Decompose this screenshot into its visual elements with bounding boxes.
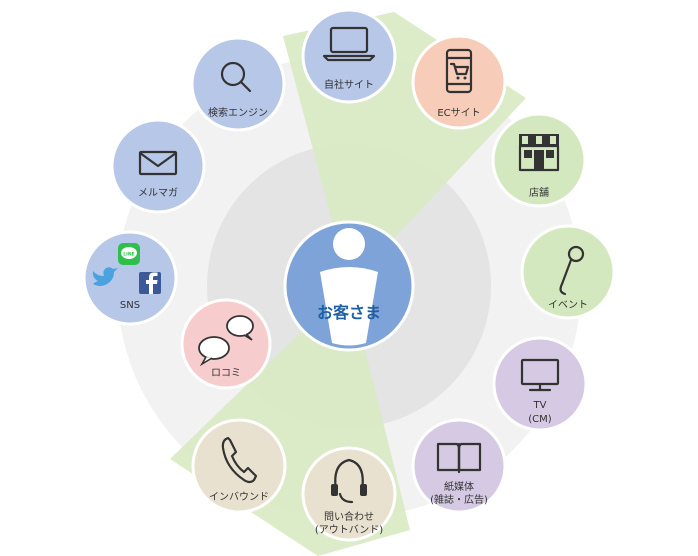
node-inquiry[interactable]: 問い合わせ (アウトバンド) xyxy=(301,446,397,542)
twitter-icon xyxy=(92,267,118,286)
node-sns[interactable]: LINE SNS xyxy=(82,230,178,326)
node-mail-magazine[interactable]: メルマガ xyxy=(110,118,206,214)
facebook-icon xyxy=(139,272,161,294)
line-icon: LINE xyxy=(118,243,140,265)
node-word-of-mouth[interactable]: ロコミ xyxy=(180,298,272,390)
node-label: インバウンド xyxy=(209,491,269,503)
node-label: 店舗 xyxy=(529,186,549,199)
node-event[interactable]: イベント xyxy=(520,224,616,320)
node-label: 自社サイト xyxy=(324,78,374,91)
person-icon xyxy=(320,228,378,346)
node-tv[interactable]: TV (CM) xyxy=(492,336,588,432)
magnifier-icon xyxy=(220,61,252,93)
center-customer-node: お客さま xyxy=(283,220,415,352)
node-label: ECサイト xyxy=(437,107,480,119)
envelope-icon xyxy=(138,150,178,176)
speech-bubbles-icon xyxy=(198,315,254,367)
node-label: SNS xyxy=(120,300,140,311)
node-print[interactable]: 紙媒体 (雑誌・広告) xyxy=(411,418,507,514)
node-inbound[interactable]: インバウンド xyxy=(191,418,287,514)
node-own-site[interactable]: 自社サイト xyxy=(301,8,397,104)
laptop-icon xyxy=(322,26,376,62)
phone-icon xyxy=(221,436,258,484)
node-ec-site[interactable]: ECサイト xyxy=(411,34,507,130)
node-sublabel: (雑誌・広告) xyxy=(430,493,488,506)
node-search-engine[interactable]: 検索エンジン xyxy=(190,36,286,132)
center-label: お客さま xyxy=(317,303,381,322)
node-store[interactable]: 店舗 xyxy=(491,112,587,208)
line-badge-text: LINE xyxy=(123,252,134,258)
node-label: 検索エンジン xyxy=(208,106,268,119)
tv-icon xyxy=(520,358,560,392)
node-label: ロコミ xyxy=(211,368,241,379)
node-label: 問い合わせ xyxy=(324,510,374,523)
headset-icon xyxy=(331,458,367,504)
microphone-icon xyxy=(559,245,585,296)
book-icon xyxy=(436,442,482,474)
node-label: イベント xyxy=(548,299,588,311)
node-label: メルマガ xyxy=(138,187,178,199)
smartphone-cart-icon xyxy=(445,48,473,94)
node-label: TV xyxy=(533,400,547,411)
node-sublabel: (アウトバンド) xyxy=(315,524,383,536)
storefront-icon xyxy=(518,134,560,172)
node-sublabel: (CM) xyxy=(528,414,552,425)
node-label: 紙媒体 xyxy=(444,480,474,493)
